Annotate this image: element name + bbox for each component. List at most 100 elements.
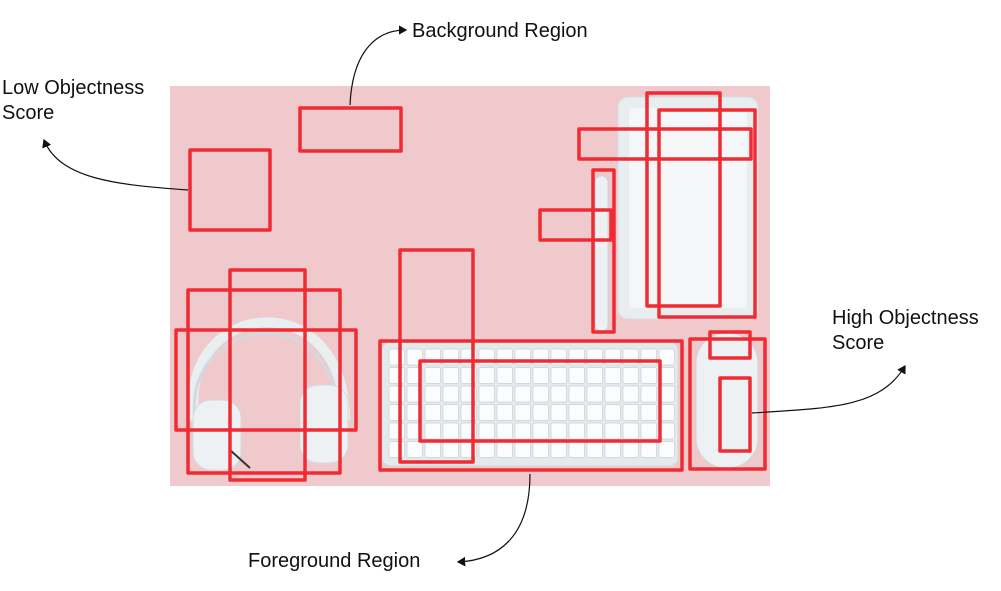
keyboard-key [568,367,585,384]
keyboard-key [658,348,675,366]
label-foreground-region: Foreground Region [248,550,421,572]
keyboard-key [388,404,405,421]
keyboard-key [622,367,639,384]
keyboard-key [424,422,441,440]
keyboard-key [586,404,603,421]
proposal-boxes [174,91,767,482]
box-pen [591,168,616,334]
box-keyboard-full [378,339,684,472]
box-tablet-wide [657,108,757,319]
keyboard-key [388,385,405,403]
arrow-high-objectness [751,364,906,414]
keyboard-key [604,404,621,421]
keyboard-key [604,367,621,384]
desk-photo [170,86,770,486]
keyboard-key [514,404,531,421]
keyboard-key [478,404,495,421]
box-mouse [688,337,767,471]
keyboard-key [640,385,657,403]
keyboard-key [568,441,585,458]
keyboard-key [478,441,495,458]
label-low-objectness-line1: Low Objectness [2,77,145,99]
keyboard-key [442,385,459,403]
keyboard-key [586,385,603,403]
keyboard-key [514,385,531,403]
box-mouse-inner [718,376,752,453]
box-tablet-tall [645,91,722,308]
keyboard-key [550,404,567,421]
keyboard-key [532,404,549,421]
keyboard-key [496,367,513,384]
keyboard-key [478,422,495,440]
keyboard-key [532,422,549,440]
keyboard-key [496,385,513,403]
keyboard-key [658,441,675,458]
box-headphones-wide [186,288,342,475]
keyboard-key [496,441,513,458]
keyboard-key [424,404,441,421]
keyboard-key [442,404,459,421]
keyboard-key [424,441,441,458]
keyboard-key [514,441,531,458]
keyboard-key [478,385,495,403]
keyboard-key [532,367,549,384]
keyboard-key [478,367,495,384]
keyboard-key [424,367,441,384]
annotation-arrows [42,25,906,567]
keyboard-key [622,422,639,440]
keyboard-key [568,422,585,440]
keyboard-key [514,422,531,440]
box-background-top [298,106,403,153]
pen-device [594,175,609,332]
label-low-objectness: Low Objectness Score [2,76,144,126]
keyboard-key [604,441,621,458]
keyboard-key [550,367,567,384]
label-background-region: Background Region [412,20,588,42]
label-high-objectness: High Objectness Score [832,306,979,356]
keyboard-key [388,422,405,440]
box-keyboard-tall [398,248,475,464]
keyboard-key [406,441,423,458]
keyboard-device [381,341,679,467]
keyboard-key [604,422,621,440]
keyboard-key [622,441,639,458]
keyboard-key [622,404,639,421]
arrow-low-objectness [42,138,189,191]
keyboard-key [640,367,657,384]
label-low-objectness-line2: Score [2,102,55,124]
box-pen-side [538,208,613,242]
box-tablet-bar [577,127,753,161]
arrow-foreground [456,473,531,567]
keyboard-key [532,441,549,458]
keyboard-key [550,385,567,403]
keyboard-key [622,385,639,403]
keyboard-key [514,367,531,384]
box-headphones-mid [174,328,358,432]
keyboard-key [424,385,441,403]
box-mouse-top [708,330,752,360]
keyboard-key [496,404,513,421]
keyboard-key [550,441,567,458]
arrow-background [349,25,408,106]
keyboard-key [640,422,657,440]
keyboard-key [442,422,459,440]
box-keyboard-inner [418,359,662,443]
keyboard-key [568,385,585,403]
label-high-objectness-line1: High Objectness [832,307,979,329]
keyboard-key [388,367,405,384]
keyboard-key [568,404,585,421]
box-headphones-tall [228,268,307,482]
keyboard-key [586,367,603,384]
label-high-objectness-line2: Score [832,332,885,354]
keyboard-key [586,422,603,440]
keyboard-key [586,441,603,458]
keyboard-key [640,441,657,458]
keyboard-key [442,441,459,458]
keyboard-key [496,422,513,440]
keyboard-key [550,422,567,440]
box-background-left [188,148,272,232]
keyboard-key [532,385,549,403]
keyboard-key [604,385,621,403]
keyboard-key [388,348,405,366]
